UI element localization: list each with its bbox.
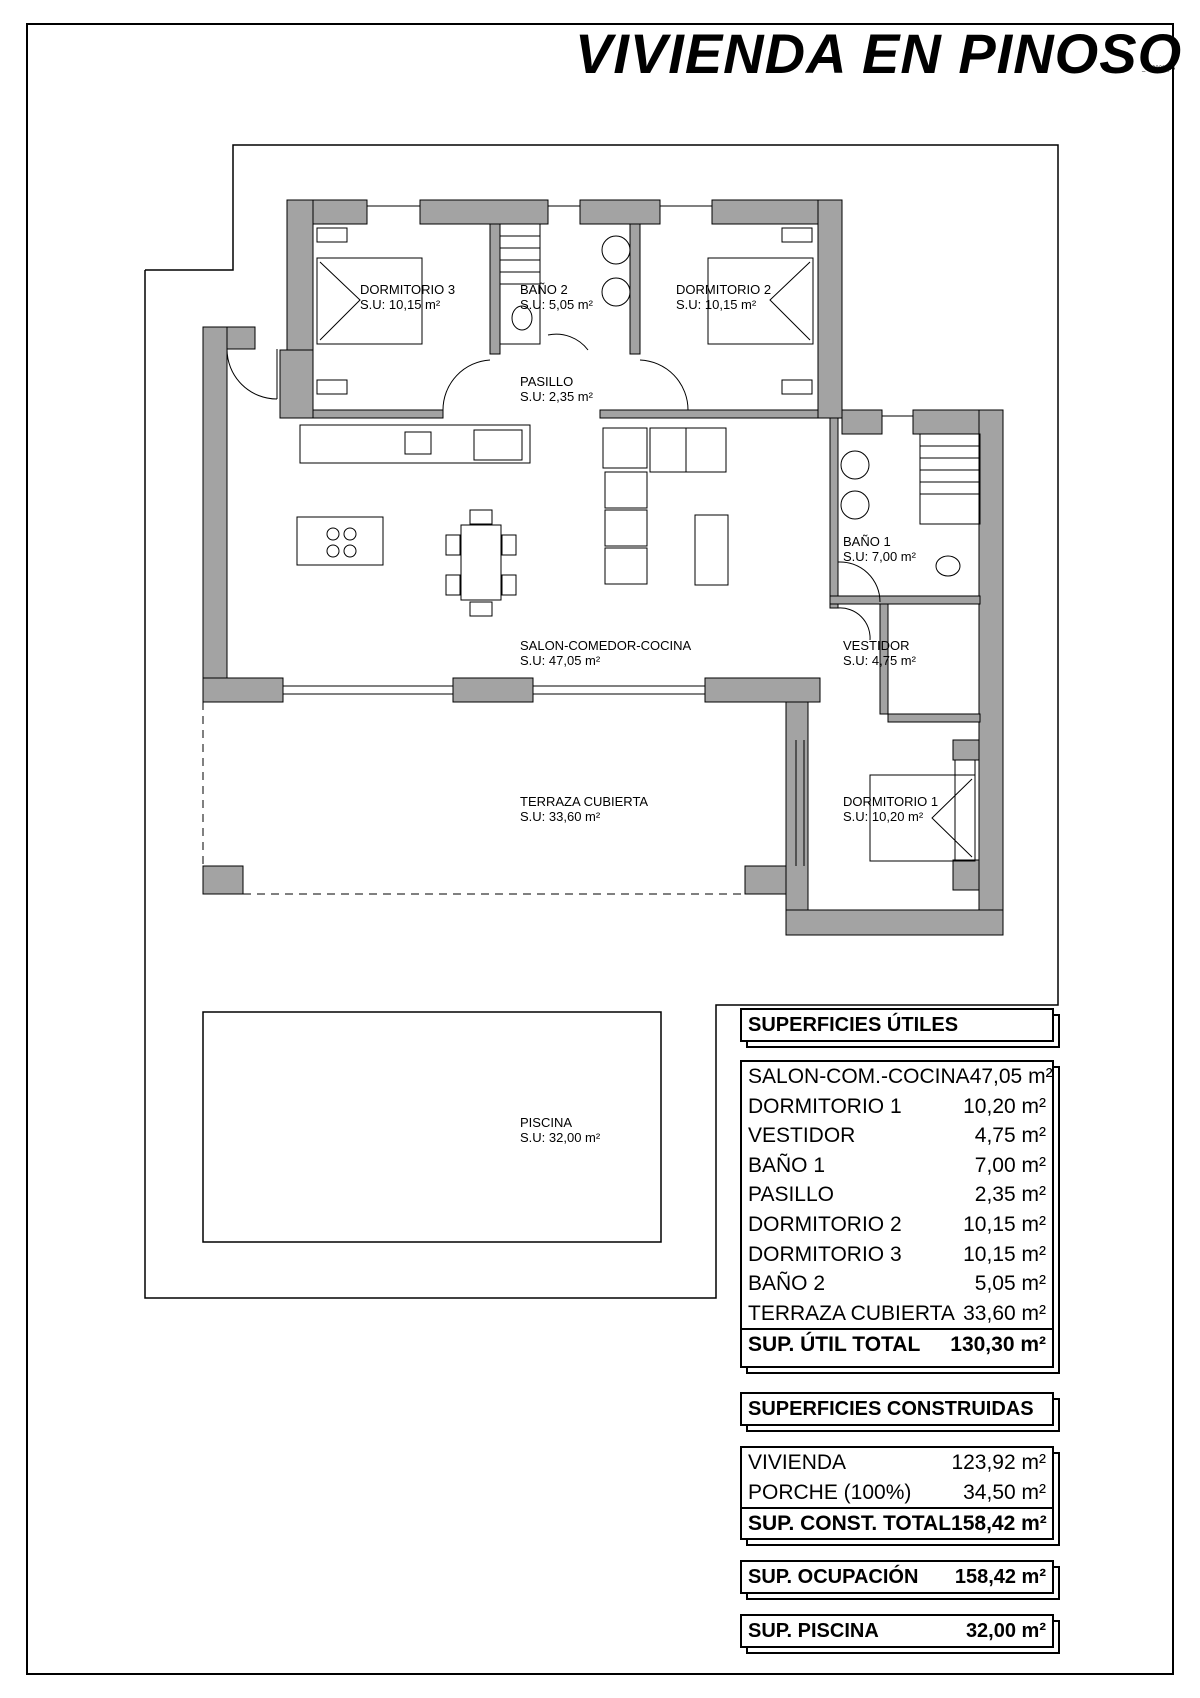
- table-row: DORMITORIO 1 10,20 m²: [742, 1092, 1052, 1122]
- superficies-construidas-table: VIVIENDA 123,92 m² PORCHE (100%) 34,50 m² S…: [740, 1446, 1054, 1540]
- sup-ocupacion-box: SUP. OCUPACIÓN 158,42 m²: [740, 1560, 1054, 1594]
- row-value: 123,92 m²: [951, 1451, 1046, 1474]
- table-row: PORCHE (100%) 34,50 m²: [742, 1478, 1052, 1508]
- row-value: 32,00 m²: [965, 1620, 1046, 1642]
- row-value: 10,15 m²: [963, 1212, 1046, 1236]
- room-area: S.U: 33,60 m²: [520, 809, 601, 824]
- walls: [202, 199, 1004, 936]
- room-bano-1: BAÑO 1 S.U: 7,00 m²: [843, 534, 916, 564]
- room-area: S.U: 47,05 m²: [520, 653, 601, 668]
- row-label: SUP. CONST. TOTAL: [748, 1512, 952, 1536]
- row-value: 47,05 m²: [969, 1065, 1053, 1088]
- table-row: VIVIENDA 123,92 m²: [742, 1448, 1052, 1478]
- row-label: SUP. OCUPACIÓN: [748, 1566, 919, 1588]
- table-row: BAÑO 1 7,00 m²: [742, 1151, 1052, 1181]
- drawing-reference: _220923_v4: [1142, 66, 1176, 72]
- room-piscina: PISCINA S.U: 32,00 m²: [520, 1115, 600, 1145]
- row-value: 10,20 m²: [963, 1094, 1046, 1118]
- row-value: 34,50 m²: [963, 1480, 1046, 1504]
- room-salon-comedor-cocina: SALON-COMEDOR-COCINA S.U: 47,05 m²: [520, 638, 691, 668]
- row-label: SUP. ÚTIL TOTAL: [748, 1333, 921, 1357]
- table-row: TERRAZA CUBIERTA 33,60 m²: [742, 1299, 1052, 1329]
- row-value: 7,00 m²: [974, 1153, 1046, 1177]
- row-label: PASILLO: [748, 1183, 834, 1207]
- row-value: 130,30 m²: [950, 1333, 1046, 1357]
- sup-piscina-box: SUP. PISCINA 32,00 m²: [740, 1614, 1054, 1648]
- row-label: BAÑO 1: [748, 1153, 826, 1177]
- room-area: S.U: 7,00 m²: [843, 549, 916, 564]
- sheet-frame: [26, 23, 1174, 1675]
- section-heading: SUPERFICIES CONSTRUIDAS: [748, 1398, 1034, 1420]
- room-name: SALON-COMEDOR-COCINA: [520, 638, 692, 653]
- plan-title: VIVIENDA EN PINOSO: [575, 22, 1183, 85]
- room-area: S.U: 10,20 m²: [843, 809, 924, 824]
- row-label: BAÑO 2: [748, 1272, 826, 1296]
- table-row: VESTIDOR 4,75 m²: [742, 1121, 1052, 1151]
- table-row: PASILLO 2,35 m²: [742, 1180, 1052, 1210]
- room-name: TERRAZA CUBIERTA: [520, 794, 649, 809]
- room-area: S.U: 5,05 m²: [520, 297, 593, 312]
- row-value: 2,35 m²: [974, 1183, 1046, 1207]
- row-value: 33,60 m²: [963, 1301, 1046, 1325]
- piscina-row: SUP. PISCINA 32,00 m²: [742, 1616, 1052, 1646]
- room-area: S.U: 4,75 m²: [843, 653, 916, 668]
- room-dormitorio-3: DORMITORIO 3 S.U: 10,15 m²: [360, 282, 455, 312]
- row-value: 158,42 m²: [951, 1512, 1047, 1536]
- room-dormitorio-1: DORMITORIO 1 S.U: 10,20 m²: [843, 794, 938, 824]
- table-row: BAÑO 2 5,05 m²: [742, 1269, 1052, 1299]
- row-value: 158,42 m²: [954, 1566, 1046, 1588]
- const-total-row: SUP. CONST. TOTAL 158,42 m²: [742, 1507, 1052, 1539]
- row-label: VIVIENDA: [748, 1451, 847, 1474]
- row-label: SALON-COM.-COCINA: [748, 1065, 970, 1088]
- room-vestidor: VESTIDOR S.U: 4,75 m²: [843, 638, 916, 668]
- room-name: BAÑO 2: [520, 282, 568, 297]
- row-label: VESTIDOR: [748, 1124, 856, 1148]
- room-name: DORMITORIO 3: [360, 282, 456, 297]
- table-row: DORMITORIO 2 10,15 m²: [742, 1210, 1052, 1240]
- section-heading: SUPERFICIES ÚTILES: [748, 1014, 959, 1036]
- outlines: [202, 205, 981, 895]
- table-row: DORMITORIO 3 10,15 m²: [742, 1240, 1052, 1270]
- room-terraza-cubierta: TERRAZA CUBIERTA S.U: 33,60 m²: [520, 794, 648, 824]
- row-label: TERRAZA CUBIERTA: [748, 1301, 955, 1325]
- room-name: PISCINA: [520, 1115, 573, 1130]
- row-label: DORMITORIO 1: [748, 1094, 902, 1118]
- plot-boundary: [144, 144, 1059, 1299]
- pool-outline: [202, 1011, 662, 1243]
- row-value: 5,05 m²: [974, 1272, 1046, 1296]
- ocupacion-row: SUP. OCUPACIÓN 158,42 m²: [742, 1562, 1052, 1592]
- room-area: S.U: 32,00 m²: [520, 1130, 601, 1145]
- room-name: PASILLO: [520, 374, 574, 389]
- row-value: 4,75 m²: [974, 1124, 1046, 1148]
- room-bano-2: BAÑO 2 S.U: 5,05 m²: [520, 282, 593, 312]
- superficies-utiles-header: SUPERFICIES ÚTILES: [740, 1008, 1054, 1042]
- room-area: S.U: 10,15 m²: [676, 297, 757, 312]
- room-area: S.U: 10,15 m²: [360, 297, 441, 312]
- row-label: SUP. PISCINA: [748, 1620, 879, 1642]
- row-value: 10,15 m²: [963, 1242, 1046, 1266]
- row-label: DORMITORIO 2: [748, 1212, 902, 1236]
- construidas-rows: VIVIENDA 123,92 m² PORCHE (100%) 34,50 m²: [742, 1448, 1052, 1507]
- room-area: S.U: 2,35 m²: [520, 389, 593, 404]
- util-total-row: SUP. ÚTIL TOTAL 130,30 m²: [742, 1328, 1052, 1360]
- room-name: BAÑO 1: [843, 534, 891, 549]
- room-name: DORMITORIO 2: [676, 282, 772, 297]
- room-name: VESTIDOR: [843, 638, 910, 653]
- superficies-construidas-header: SUPERFICIES CONSTRUIDAS: [740, 1392, 1054, 1426]
- room-pasillo: PASILLO S.U: 2,35 m²: [520, 374, 593, 404]
- row-label: DORMITORIO 3: [748, 1242, 902, 1266]
- room-dormitorio-2: DORMITORIO 2 S.U: 10,15 m²: [676, 282, 771, 312]
- row-label: PORCHE (100%): [748, 1480, 912, 1504]
- room-name: DORMITORIO 1: [843, 794, 939, 809]
